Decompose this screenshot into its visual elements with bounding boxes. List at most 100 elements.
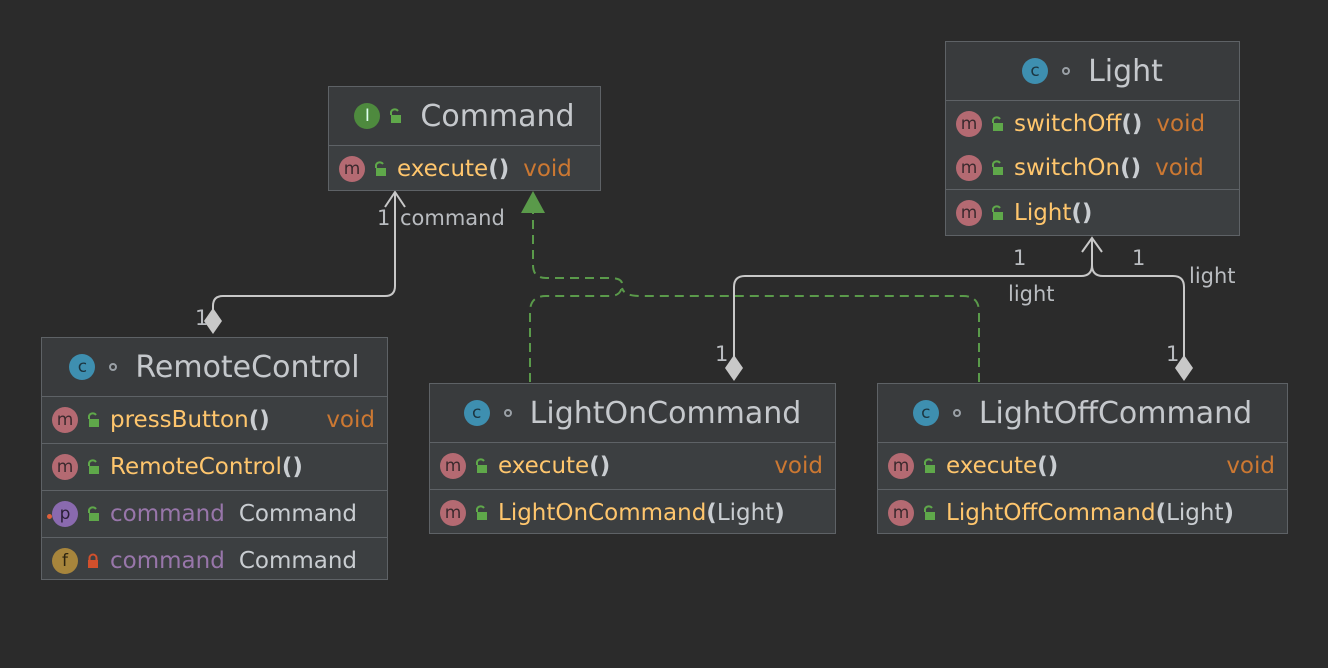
property-icon: p: [47, 501, 78, 527]
multiplicity-light-end-on: 1: [1013, 246, 1027, 270]
constructor-row-lightoffcommand[interactable]: m LightOffCommand(Light): [878, 490, 1287, 536]
return-type: void: [1155, 155, 1204, 181]
paren-open: (: [706, 500, 717, 526]
public-lock-icon: [88, 459, 99, 474]
package-visibility-icon: [952, 409, 961, 417]
class-icon: c: [1022, 58, 1049, 84]
method-name: execute: [498, 453, 590, 479]
method-parens: (): [488, 156, 510, 182]
return-type: void: [1156, 111, 1206, 137]
field-name: command: [110, 548, 225, 574]
return-type: void: [1226, 453, 1275, 479]
method-name: switchOff: [1014, 111, 1122, 137]
class-box-command[interactable]: I Command m execute() void: [328, 86, 601, 191]
method-parens: (): [589, 453, 611, 479]
method-parens: (): [1121, 111, 1143, 137]
constructor-row-lightoncommand[interactable]: m LightOnCommand(Light): [430, 490, 835, 536]
public-lock-icon: [476, 505, 487, 520]
constructor-name: LightOnCommand: [498, 500, 707, 526]
class-header[interactable]: c LightOnCommand: [430, 384, 835, 443]
paren-close: ): [1223, 500, 1234, 526]
composition-diamond-lightoff: [1175, 355, 1193, 381]
realization-lightoncommand[interactable]: [529, 212, 624, 382]
multiplicity-light-end-off: 1: [1132, 246, 1146, 270]
paren-open: (: [1155, 500, 1167, 526]
property-name: command: [110, 501, 225, 527]
multiplicity-lightoff-end: 1: [1166, 342, 1180, 366]
multiplicity-lighton-end: 1: [715, 342, 729, 366]
association-lightoncommand-light[interactable]: [733, 238, 1093, 357]
class-box-light[interactable]: c Light m switchOff() void m switchOn() …: [945, 41, 1240, 236]
method-parens: (): [281, 454, 303, 480]
constructor-name: LightOffCommand: [946, 500, 1156, 526]
realization-arrowhead: [521, 191, 545, 213]
class-icon: c: [463, 400, 490, 426]
method-name: execute: [946, 453, 1038, 479]
association-lightoffcommand-light[interactable]: [1091, 264, 1185, 357]
role-label-light-on: light: [1008, 282, 1055, 306]
open-arrow-light: [1081, 236, 1103, 253]
method-parens: (): [1120, 155, 1142, 181]
interface-icon: I: [354, 103, 381, 129]
class-box-lightoncommand[interactable]: c LightOnCommand m execute() void m Ligh…: [429, 383, 836, 534]
method-row-execute[interactable]: m execute() void: [878, 443, 1287, 489]
public-lock-icon: [992, 116, 1003, 131]
class-header[interactable]: c LightOffCommand: [878, 384, 1287, 443]
package-visibility-icon: [1062, 67, 1071, 75]
public-lock-icon: [924, 458, 935, 473]
realization-lightoffcommand[interactable]: [621, 287, 980, 382]
method-icon: m: [440, 453, 466, 479]
role-label-command: command: [400, 206, 505, 230]
method-row-switchoff[interactable]: m switchOff() void: [946, 101, 1239, 147]
method-row-pressbutton[interactable]: m pressButton() void: [42, 397, 387, 443]
composition-diamond-remote: [204, 308, 222, 334]
composition-diamond-lighton: [725, 355, 743, 381]
method-icon: m: [888, 453, 914, 479]
constructor-row-remotecontrol[interactable]: m RemoteControl(): [42, 444, 387, 490]
override-dot-icon: [47, 514, 52, 519]
return-type: void: [774, 453, 823, 479]
public-lock-icon: [88, 506, 99, 521]
public-lock-icon: [924, 505, 935, 520]
method-name: pressButton: [110, 407, 249, 433]
property-type: Command: [238, 501, 358, 527]
method-icon: m: [52, 407, 78, 433]
multiplicity-remote-end: 1: [195, 306, 209, 330]
method-parens: (): [1037, 453, 1059, 479]
class-box-remotecontrol[interactable]: c RemoteControl m pressButton() void m R…: [41, 337, 388, 580]
public-lock-icon: [375, 161, 386, 176]
method-icon: m: [956, 155, 982, 181]
private-lock-icon: [88, 553, 98, 568]
class-box-lightoffcommand[interactable]: c LightOffCommand m execute() void m Lig…: [877, 383, 1288, 534]
package-visibility-icon: [109, 363, 118, 371]
property-icon-letter: p: [59, 504, 71, 524]
param-type: Light: [716, 500, 775, 526]
field-icon: f: [52, 548, 78, 574]
constructor-name: Light: [1014, 200, 1072, 226]
public-lock-icon: [390, 108, 402, 123]
public-lock-icon: [992, 160, 1003, 175]
class-icon: c: [69, 354, 96, 380]
method-icon: m: [956, 111, 982, 137]
constructor-row-light[interactable]: m Light(): [946, 190, 1239, 236]
method-row-execute[interactable]: m execute() void: [329, 146, 600, 192]
method-icon: m: [888, 500, 914, 526]
public-lock-icon: [992, 205, 1003, 220]
multiplicity-command-end: 1: [377, 206, 391, 230]
class-header[interactable]: c Light: [946, 42, 1239, 101]
method-parens: (): [1071, 200, 1093, 226]
constructor-name: RemoteControl: [110, 454, 282, 480]
method-row-execute[interactable]: m execute() void: [430, 443, 835, 489]
field-row-command[interactable]: f command Command: [42, 538, 387, 584]
class-name: Light: [1088, 53, 1163, 89]
property-row-command[interactable]: p command Command: [42, 491, 387, 537]
class-header[interactable]: c RemoteControl: [42, 338, 387, 397]
association-remote-command[interactable]: [212, 192, 396, 318]
method-row-switchon[interactable]: m switchOn() void: [946, 147, 1239, 189]
public-lock-icon: [476, 458, 487, 473]
class-header[interactable]: I Command: [329, 87, 600, 146]
paren-close: ): [774, 500, 785, 526]
method-name: execute: [397, 156, 489, 182]
method-icon: m: [52, 454, 78, 480]
